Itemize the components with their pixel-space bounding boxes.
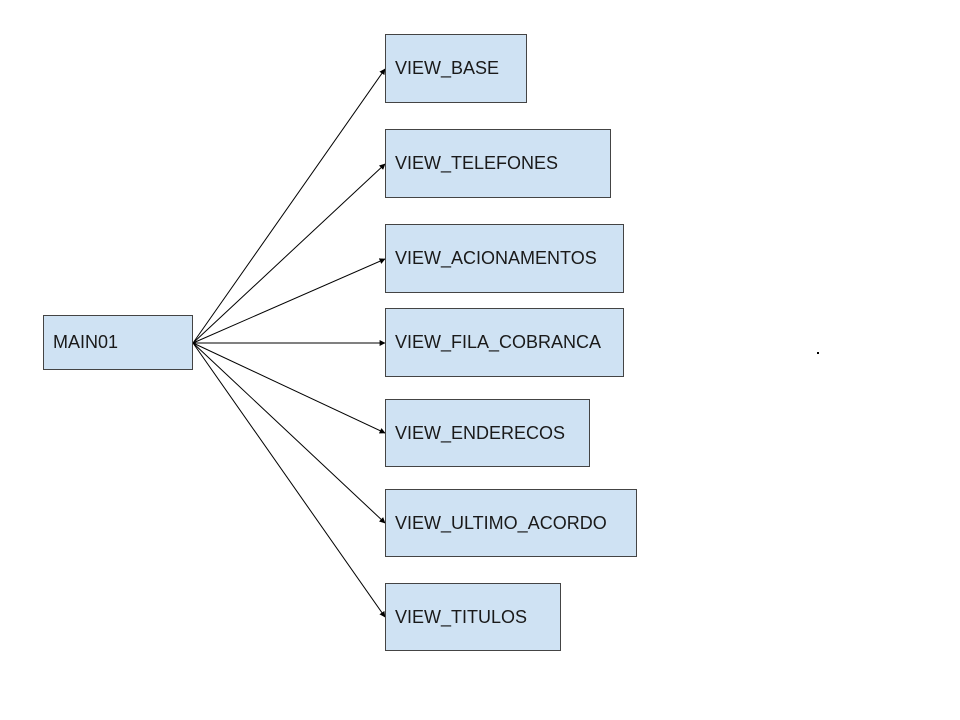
node-label: VIEW_TELEFONES	[395, 153, 559, 173]
edge-main01-view-ultimo-acordo	[192, 342, 386, 524]
node-view-acionamentos[interactable]: VIEW_ACIONAMENTOS	[385, 224, 624, 293]
node-view-fila-cobranca[interactable]: VIEW_FILA_COBRANCA	[385, 308, 624, 377]
stray-dot	[817, 352, 819, 354]
node-label: VIEW_BASE	[395, 58, 500, 78]
node-label: MAIN01	[53, 332, 119, 352]
edge-main01-view-telefones	[192, 163, 386, 344]
node-label: VIEW_ENDERECOS	[395, 422, 566, 443]
edge-main01-view-enderecos	[192, 342, 386, 434]
edge-main01-view-base	[192, 68, 386, 344]
node-label: VIEW_ACIONAMENTOS	[395, 248, 597, 268]
node-view-titulos[interactable]: VIEW_TITULOS	[385, 583, 561, 651]
node-label: VIEW_TITULOS	[395, 606, 528, 627]
node-view-enderecos[interactable]: VIEW_ENDERECOS	[385, 399, 590, 467]
node-view-base[interactable]: VIEW_BASE	[385, 34, 527, 103]
node-label: VIEW_FILA_COBRANCA	[395, 332, 602, 352]
node-main01[interactable]: MAIN01	[43, 315, 193, 370]
node-label: VIEW_ULTIMO_ACORDO	[395, 512, 607, 533]
edge-main01-view-titulos	[192, 342, 386, 618]
node-view-telefones[interactable]: VIEW_TELEFONES	[385, 129, 611, 198]
edge-main01-view-acionamentos	[192, 258, 386, 344]
node-view-ultimo-acordo[interactable]: VIEW_ULTIMO_ACORDO	[385, 489, 637, 557]
